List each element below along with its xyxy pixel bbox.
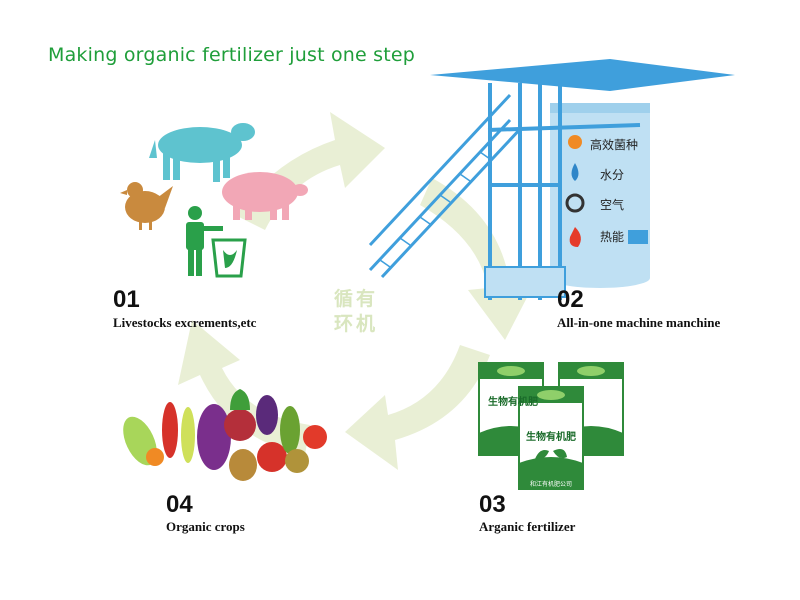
green-squash-icon	[280, 406, 300, 454]
potato-icon	[229, 449, 257, 481]
fertilizer-bag-front	[518, 386, 584, 490]
purple-eggplant-small-icon	[256, 395, 278, 435]
machine-input-bacteria: 高效菌种	[590, 138, 639, 152]
cycle-arrow-right	[420, 178, 535, 340]
step-01-label: Livestocks excrements,etc	[113, 315, 257, 330]
step-04-number: 04	[166, 491, 193, 518]
vegetables-illustration	[123, 389, 327, 481]
fan-icon	[565, 193, 585, 213]
fertilizer-bags	[478, 362, 624, 490]
eggplant-icon	[197, 404, 231, 470]
all-in-one-machine	[368, 59, 735, 300]
bag-front-subtitle: 和江有机肥公司	[530, 481, 573, 488]
beet-leaves-icon	[230, 389, 250, 410]
flame-icon	[569, 227, 581, 247]
center-text-line1: 循有	[334, 288, 379, 310]
livestock-illustration	[120, 123, 308, 278]
cycle-center-text: 循有 环机	[334, 287, 378, 337]
onion-icon	[285, 449, 309, 473]
step-03-number: 03	[479, 491, 506, 518]
bag-back-title: 生物有机肥	[488, 397, 538, 408]
machine-roof	[430, 59, 735, 91]
bag-front-title: 生物有机肥	[526, 432, 576, 443]
machine-tank	[550, 103, 650, 278]
water-drop-icon	[571, 163, 579, 181]
step-01-number: 01	[113, 286, 140, 313]
heater-icon	[628, 230, 648, 244]
machine-input-air: 空气	[600, 198, 625, 212]
center-text-line2: 环机	[334, 313, 379, 335]
person-recycling-icon	[186, 206, 247, 278]
step-03-label: Arganic fertilizer	[479, 519, 576, 534]
beet-icon	[224, 409, 256, 441]
hen-icon	[120, 182, 173, 230]
cycle-arrow-bottom	[345, 345, 490, 470]
cow-icon	[149, 123, 255, 182]
machine-input-heat: 热能	[600, 230, 625, 244]
machine-input-water: 水分	[600, 168, 625, 182]
step-02-label: All-in-one machine manchine	[557, 315, 721, 330]
yellow-carrot-icon	[181, 407, 195, 463]
step-02-number: 02	[557, 286, 584, 313]
tomato-icon	[257, 442, 287, 472]
small-tomato-icon	[303, 425, 327, 449]
page-title: Making organic fertilizer just one step	[48, 44, 416, 66]
red-pepper-icon	[162, 402, 178, 458]
step-04-label: Organic crops	[166, 519, 245, 534]
bacteria-icon	[568, 135, 582, 149]
orange-pepper-icon	[146, 448, 164, 466]
pig-icon	[222, 172, 308, 220]
